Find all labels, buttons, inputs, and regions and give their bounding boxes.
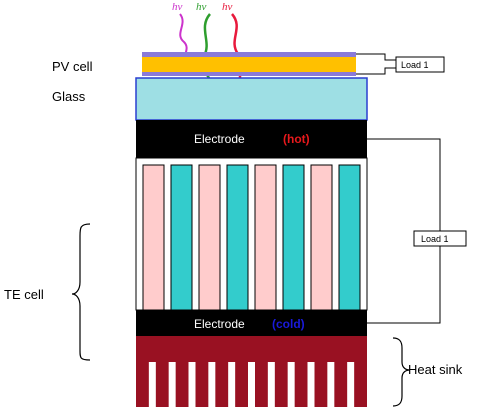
heat-sink-fin [235, 360, 248, 407]
heat-sink-fin [334, 360, 348, 407]
electrode-hot-label: Electrode [194, 132, 245, 146]
glass-layer: Glass [52, 77, 368, 121]
heat-sink-fin [155, 360, 169, 407]
electrode-hot-tag: (hot) [283, 132, 310, 146]
photon-label-1: hν [172, 1, 183, 13]
heat-sink-fin [314, 360, 328, 407]
heat-sink [136, 336, 367, 407]
te-load-circuit: Load 1 [367, 138, 467, 324]
te-cell-label: TE cell [4, 287, 44, 302]
te-leg-p-type [254, 164, 277, 311]
pv-load-circuit: Load 1 [356, 53, 445, 75]
electrode-cold: Electrode (cold) [136, 310, 367, 336]
te-leg-n-type [226, 164, 249, 311]
electrode-cold-tag: (cold) [272, 317, 305, 331]
heat-sink-fin [215, 360, 229, 407]
te-load-box [413, 230, 467, 247]
heat-sink-base [136, 336, 367, 362]
te-legs [135, 157, 368, 311]
heat-sink-bracket: Heat sink [392, 337, 463, 407]
te-leg-p-type [310, 164, 333, 311]
heat-sink-fin [195, 360, 209, 407]
pv-load-box [395, 56, 445, 73]
electrode-cold-label: Electrode [194, 317, 245, 331]
photon-label-2: hν [196, 1, 207, 13]
heat-sink-fin [294, 360, 308, 407]
electrode-hot-block [136, 120, 367, 158]
te-leg-n-type [282, 164, 305, 311]
te-leg-n-type [338, 164, 361, 311]
te-leg-p-type [198, 164, 221, 311]
pv-cell-layer [142, 57, 356, 72]
pv-cell: PV cell [52, 52, 356, 76]
te-load-wire-return [367, 246, 441, 324]
pv-cell-label: PV cell [52, 59, 93, 74]
pv-load-wire-return [356, 67, 396, 75]
pv-load-wire [356, 53, 396, 61]
pv-load-label: Load 1 [401, 60, 429, 70]
heat-sink-fin [136, 360, 149, 407]
glass-label: Glass [52, 89, 86, 104]
photon-label-3: hν [222, 1, 233, 13]
te-cell-bracket: TE cell [4, 223, 91, 361]
glass-block [135, 77, 368, 121]
te-load-label: Load 1 [421, 234, 449, 244]
heat-sink-fin [354, 360, 367, 407]
heat-sink-fin [255, 360, 268, 407]
te-load-wire [367, 138, 441, 231]
te-leg-n-type [170, 164, 193, 311]
te-leg-p-type [142, 164, 165, 311]
heat-sink-fin [175, 360, 189, 407]
heat-sink-fin [274, 360, 288, 407]
electrode-hot: Electrode (hot) [136, 120, 367, 158]
heat-sink-label: Heat sink [408, 362, 463, 377]
electrode-cold-block [136, 310, 367, 336]
